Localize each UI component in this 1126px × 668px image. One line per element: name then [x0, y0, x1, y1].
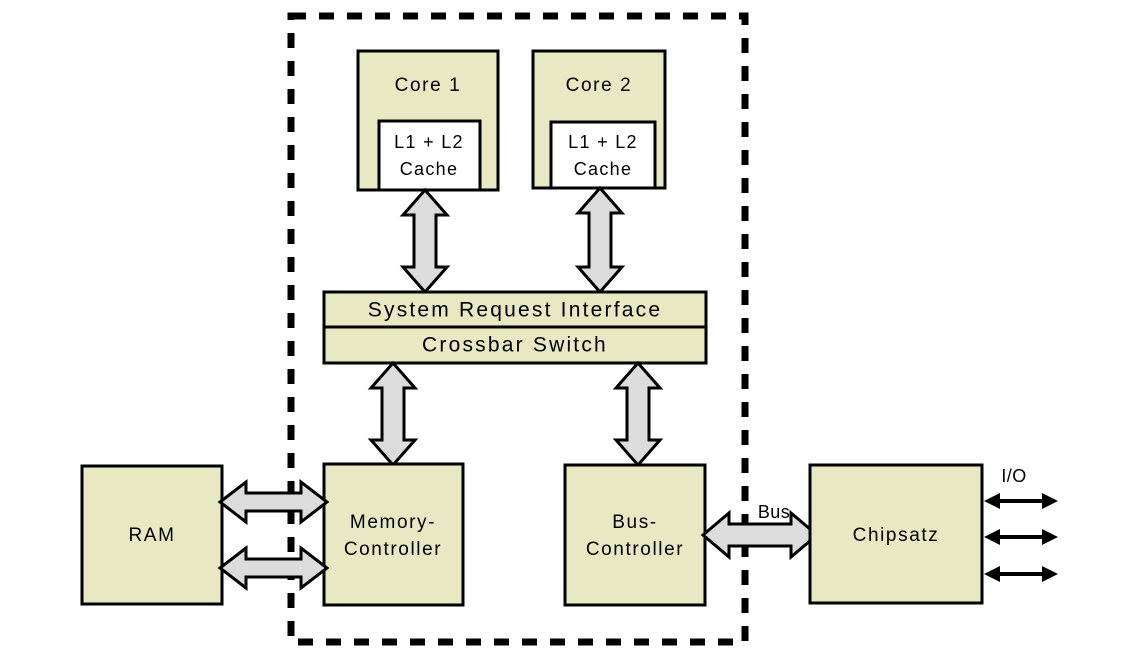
chipsatz-label: Chipsatz: [853, 525, 940, 546]
arrow-ram-to-memory-controller-upper: [217, 478, 330, 526]
bus-controller-label-line2: Controller: [586, 539, 684, 560]
core-1-group: Core 1 L1 + L2 Cache: [356, 49, 500, 192]
core-1-cache-label-line1: L1 + L2: [394, 132, 464, 152]
io-arrow-1-head-left: [984, 493, 1000, 509]
chipsatz-box[interactable]: [808, 463, 984, 605]
io-arrow-1-group: [984, 493, 1058, 509]
bus-controller-label-line1: Bus-: [612, 512, 657, 533]
core-2-cache-label-line1: L1 + L2: [568, 132, 638, 152]
system-request-interface-label: System Request Interface: [368, 299, 662, 322]
core-1-label: Core 1: [395, 75, 462, 96]
ram-label: RAM: [128, 525, 175, 546]
core-1-cache-box[interactable]: [377, 119, 482, 192]
io-arrow-1-head-right: [1042, 493, 1058, 509]
memory-controller-label-line2: Controller: [344, 539, 442, 560]
io-arrow-3-group: [984, 566, 1058, 582]
arrow-core1-to-sri: [399, 187, 451, 295]
io-arrow-2-head-left: [984, 529, 1000, 545]
io-label: I/O: [1001, 466, 1026, 486]
arrow-core2-to-sri: [574, 185, 626, 295]
memory-controller-box[interactable]: [322, 462, 465, 607]
arrow-crossbar-to-memory-controller: [367, 360, 419, 468]
arrow-crossbar-to-bus-controller: [612, 360, 664, 468]
core-2-label: Core 2: [566, 75, 633, 96]
core-2-group: Core 2 L1 + L2 Cache: [531, 49, 667, 190]
io-arrow-2-head-right: [1042, 529, 1058, 545]
crossbar-switch-label: Crossbar Switch: [422, 334, 608, 357]
io-arrow-3-head-right: [1042, 566, 1058, 582]
cpu-die-boundary: [287, 12, 749, 646]
io-arrow-2-group: [984, 529, 1058, 545]
ram-box[interactable]: [80, 464, 224, 606]
core-2-cache-box[interactable]: [549, 120, 657, 190]
crossbar-switch-box[interactable]: [322, 325, 708, 365]
arrow-ram-to-memory-controller-lower: [217, 544, 330, 592]
bus-controller-box[interactable]: [563, 463, 707, 607]
io-arrow-3-head-left: [984, 566, 1000, 582]
bus-label: Bus: [758, 502, 790, 522]
core-2-cache-label-line2: Cache: [574, 159, 633, 179]
system-request-interface-box[interactable]: [322, 290, 708, 329]
memory-controller-label-line1: Memory-: [350, 512, 436, 533]
core-1-cache-label-line2: Cache: [400, 159, 459, 179]
